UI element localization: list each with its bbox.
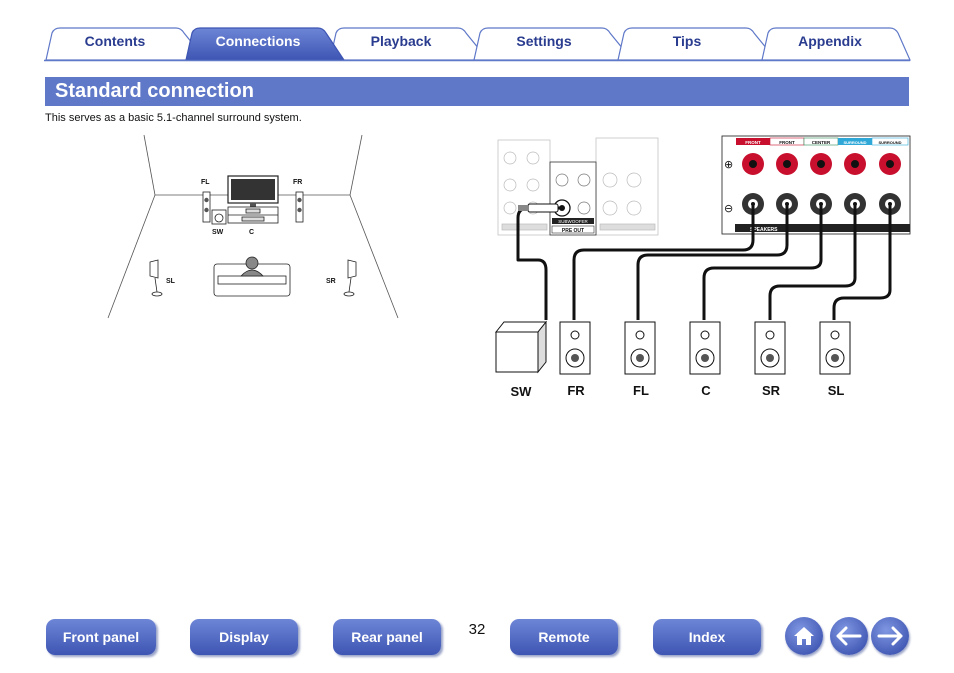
speakers-label: SPEAKERS <box>750 227 778 233</box>
tab-contents[interactable]: Contents <box>84 33 146 49</box>
arrow-right-icon <box>877 626 903 646</box>
header-center: CENTER <box>812 140 831 145</box>
forward-button[interactable] <box>871 617 909 655</box>
tab-playback[interactable]: Playback <box>370 33 432 49</box>
room-label-sr: SR <box>326 278 336 285</box>
home-icon <box>794 627 814 645</box>
preout-label: PRE OUT <box>562 228 584 234</box>
tab-connections[interactable]: Connections <box>215 33 301 49</box>
header-surround-r: SURROUND <box>843 140 866 145</box>
tv-icon <box>227 175 279 207</box>
speaker-sr-icon-room <box>343 259 357 297</box>
cable-sl <box>832 204 892 320</box>
section-title-bar: Standard connection <box>45 77 909 106</box>
rear-panel-button[interactable]: Rear panel <box>333 619 441 655</box>
rca-plug-icon <box>518 203 559 213</box>
back-button[interactable] <box>830 617 868 655</box>
index-button[interactable]: Index <box>653 619 761 655</box>
tab-shape-settings[interactable] <box>473 27 634 61</box>
room-layout-diagram: FL FR SW C SL SR <box>107 134 399 319</box>
room-label-c: C <box>249 229 254 236</box>
cable-sr <box>768 204 857 320</box>
cable-fr <box>572 204 755 320</box>
subwoofer-icon-room <box>211 209 227 225</box>
tab-shapes <box>44 27 911 62</box>
header-surround-l: SURROUND <box>878 140 901 145</box>
speaker-label-sw: SW <box>511 384 533 399</box>
tv-rack-icon <box>227 206 279 224</box>
header-front-r: FRONT <box>745 140 761 145</box>
tab-shape-connections[interactable] <box>185 27 346 61</box>
speaker-fr-icon <box>559 321 591 375</box>
wiring-diagram: SUBWOOFER PRE OUT SPEAKERS ⊕ ⊖ FRONT FRO… <box>494 135 911 399</box>
tab-shape-contents[interactable] <box>45 27 208 61</box>
speaker-c-icon <box>689 321 721 375</box>
speaker-label-fl: FL <box>633 383 649 398</box>
subwoofer-icon <box>494 320 548 374</box>
intro-text: This serves as a basic 5.1-channel surro… <box>45 112 302 124</box>
home-button[interactable] <box>785 617 823 655</box>
tab-settings[interactable]: Settings <box>516 33 572 49</box>
front-panel-button[interactable]: Front panel <box>46 619 156 655</box>
preout-subwoofer-label: SUBWOOFER <box>558 219 588 224</box>
sofa-listener-icon <box>213 256 291 297</box>
page-title: Standard connection <box>55 80 254 102</box>
tab-shape-playback[interactable] <box>329 27 490 61</box>
arrow-left-icon <box>836 626 862 646</box>
cable-c <box>702 204 823 320</box>
speaker-sl-icon-room <box>149 259 163 297</box>
page-number: 32 <box>468 621 486 638</box>
display-button[interactable]: Display <box>190 619 298 655</box>
speaker-label-sr: SR <box>762 383 781 398</box>
tab-shape-appendix[interactable] <box>761 27 911 61</box>
room-label-fl: FL <box>201 179 210 186</box>
speaker-terminal-panel: SPEAKERS ⊕ ⊖ FRONT FRONT CENTER SURROUND… <box>721 135 911 235</box>
speaker-label-c: C <box>701 383 711 398</box>
speaker-label-fr: FR <box>567 383 585 398</box>
tab-shape-tips[interactable] <box>617 27 778 61</box>
minus-symbol: ⊖ <box>724 202 733 215</box>
tab-bar: Contents Connections Playback Settings T… <box>0 0 954 64</box>
header-front-l: FRONT <box>779 140 795 145</box>
room-label-sl: SL <box>166 278 176 285</box>
speaker-label-sl: SL <box>828 383 845 398</box>
speaker-sl-icon <box>819 321 851 375</box>
tab-appendix[interactable]: Appendix <box>798 33 862 49</box>
speaker-fl-icon-room <box>202 191 211 223</box>
speaker-sr-icon <box>754 321 786 375</box>
preout-panel: SUBWOOFER PRE OUT <box>549 161 597 236</box>
plus-symbol: ⊕ <box>724 158 733 171</box>
terminal-center <box>810 153 832 215</box>
tab-tips[interactable]: Tips <box>672 33 702 49</box>
cable-fl <box>636 204 789 320</box>
speaker-fl-icon <box>624 321 656 375</box>
speaker-fr-icon-room <box>295 191 304 223</box>
remote-button[interactable]: Remote <box>510 619 618 655</box>
room-label-fr: FR <box>293 179 302 186</box>
room-label-sw: SW <box>212 229 224 236</box>
